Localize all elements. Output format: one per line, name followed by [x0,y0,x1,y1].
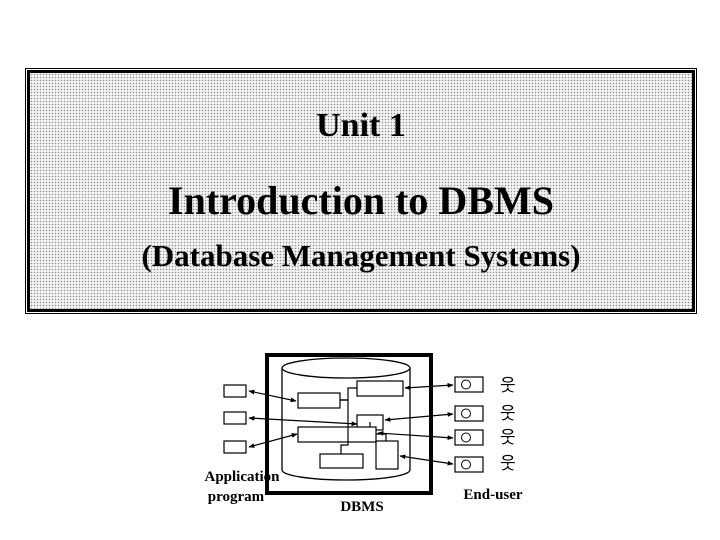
title-box: Unit 1 Introduction to DBMS (Database Ma… [27,70,695,312]
user-figure-icon: 웃 [500,404,516,424]
dbms-block-6 [375,440,399,470]
end-user-terminal-2 [454,405,484,422]
dbms-block-4 [297,426,377,443]
dbms-block-5 [319,453,364,469]
end-user-terminal-1 [454,376,484,393]
page-subtitle: (Database Management Systems) [141,238,581,273]
end-user-terminal-4 [454,456,484,473]
program-label: program [208,489,265,505]
unit-heading: Unit 1 [316,107,406,144]
app-arrows [248,389,358,448]
app-program-box-2 [223,411,247,425]
app-program-box-3 [223,440,247,454]
user-figure-icon: 웃 [500,454,516,474]
user-figure-icon: 웃 [500,428,516,448]
page-title: Introduction to DBMS [168,178,554,223]
dbms-label: DBMS [340,499,383,515]
application-label: Application [204,469,280,485]
end-user-label: End-user [463,487,523,503]
user-figure-icon: 웃 [500,376,516,396]
app-program-box-1 [223,384,247,398]
end-user-arrows [377,382,454,466]
dbms-block-1 [356,380,404,397]
dbms-block-2 [297,392,341,409]
end-user-terminal-3 [454,429,484,446]
